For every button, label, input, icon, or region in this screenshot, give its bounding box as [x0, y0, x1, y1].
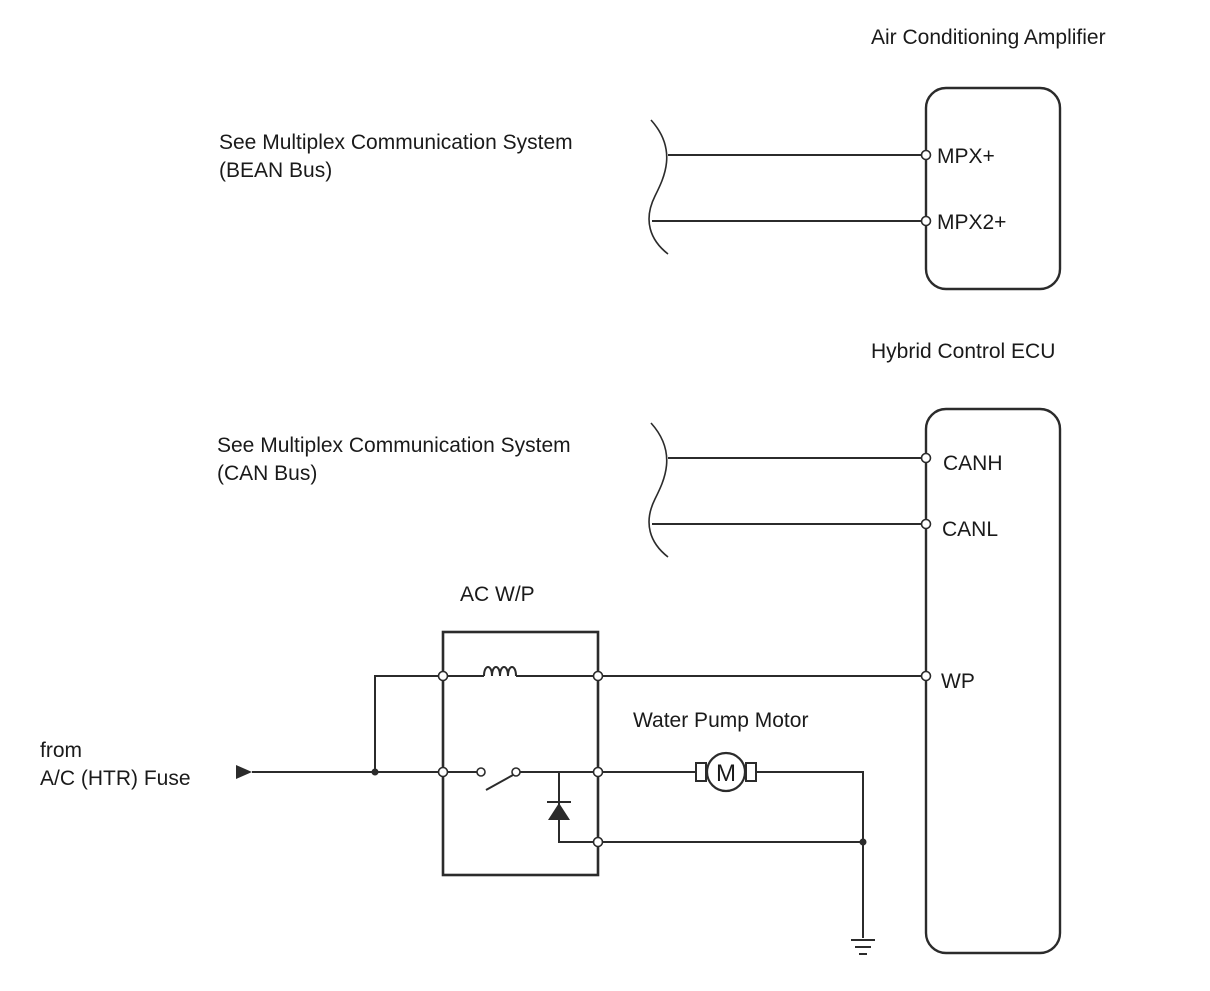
relay-box [441, 630, 600, 877]
hybrid-ecu-title: Hybrid Control ECU [871, 340, 1056, 363]
pin-label-mpx2: MPX2+ [937, 211, 1007, 234]
switch-blade-icon [485, 774, 514, 791]
diode-icon [548, 803, 570, 820]
relay-switch-in-terminal [437, 766, 449, 778]
diode-wire [558, 772, 593, 843]
ground-junction [859, 838, 867, 846]
canh-terminal [920, 452, 932, 464]
coil-feed-wire [374, 675, 439, 772]
motor-symbol: M [716, 760, 736, 787]
relay-title: AC W/P [460, 583, 535, 606]
motor-return-wire [756, 771, 864, 938]
motor-title: Water Pump Motor [633, 709, 809, 732]
motor-icon [705, 751, 747, 793]
ac-amplifier-title: Air Conditioning Amplifier [871, 26, 1106, 49]
mpx-terminal [920, 149, 932, 161]
pin-label-wp: WP [941, 670, 975, 693]
relay-coil-out-terminal [592, 670, 604, 682]
relay-coil-in-terminal [437, 670, 449, 682]
switch-contact-left [476, 767, 486, 777]
canl-terminal [920, 518, 932, 530]
source-label-line2: A/C (HTR) Fuse [40, 767, 191, 790]
wp-terminal [920, 670, 932, 682]
can-break-mark [648, 422, 669, 558]
bean-break-mark [648, 119, 669, 255]
pin-label-mpx: MPX+ [937, 145, 995, 168]
pin-label-canl: CANL [942, 518, 999, 541]
pin-label-canh: CANH [943, 452, 1003, 475]
ground-icon [851, 939, 875, 955]
can-reference-line1: See Multiplex Communication System [217, 434, 571, 457]
source-arrow-icon [236, 765, 252, 779]
relay-switch-out-terminal [592, 766, 604, 778]
can-reference-line2: (CAN Bus) [217, 462, 318, 485]
relay-ground-terminal [592, 836, 604, 848]
source-label-line1: from [40, 739, 82, 762]
relay-coil-icon [483, 666, 517, 677]
bean-reference-line2: (BEAN Bus) [219, 159, 333, 182]
motor-brush-left [695, 762, 707, 782]
ac-amplifier-box [924, 86, 1062, 291]
switch-contact-right [511, 767, 521, 777]
motor-brush-right [745, 762, 757, 782]
mpx2-terminal [920, 215, 932, 227]
bean-reference-line1: See Multiplex Communication System [219, 131, 573, 154]
